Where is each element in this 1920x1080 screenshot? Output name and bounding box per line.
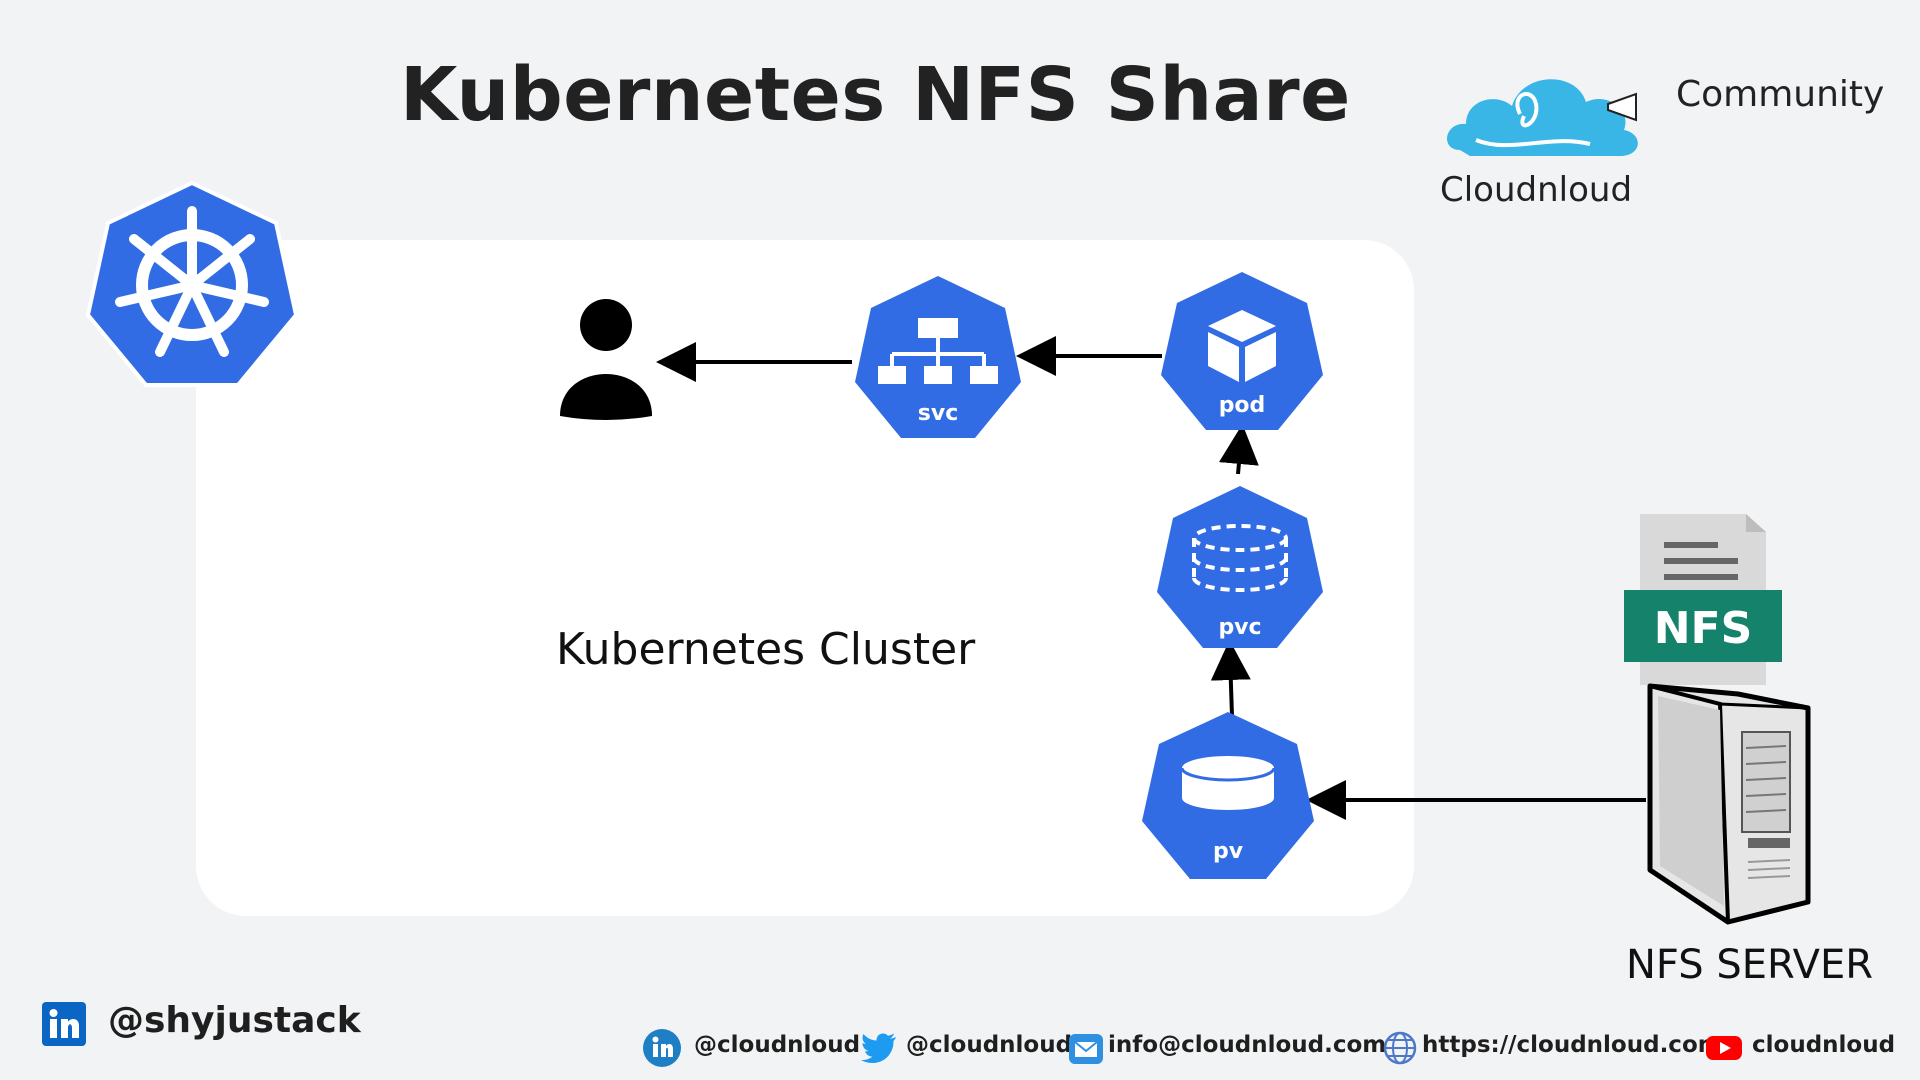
footer-email-link[interactable]: info@cloudnloud.com [1108,1032,1387,1058]
kubernetes-logo-icon [85,180,299,387]
website-globe-icon[interactable] [1380,1028,1420,1068]
footer-youtube-link[interactable]: cloudnloud [1752,1032,1896,1058]
pod-node: pod [1161,272,1323,430]
pv-label: pv [1213,839,1244,864]
nfs-badge-label: NFS [1654,603,1753,654]
arrow-pvc-to-pod [1218,424,1259,475]
nfs-badge [1624,590,1782,662]
footer-website-link[interactable]: https://cloudnloud.com [1422,1032,1722,1058]
user-icon [560,299,652,420]
linkedin-small-icon[interactable] [642,1028,682,1068]
email-icon[interactable] [1066,1028,1106,1068]
youtube-icon[interactable] [1704,1028,1744,1068]
footer-twitter-link[interactable]: @cloudnloud [906,1032,1073,1058]
brand-name: Cloudnloud [1440,170,1633,210]
page-title: Kubernetes NFS Share [400,52,1351,138]
pod-label: pod [1219,393,1266,418]
pv-node: pv [1142,712,1314,879]
linkedin-handle[interactable]: @shyjustack [108,1000,361,1041]
cloudnloud-logo-icon [1447,79,1638,156]
nfs-server-icon [1647,683,1811,925]
svc-node: svc [855,276,1021,438]
nfs-file-icon: NFS [1624,514,1782,685]
arrow-pv-to-pvc [1210,640,1251,717]
cluster-label: Kubernetes Cluster [556,624,976,675]
svc-label: svc [918,401,958,426]
footer-linkedin-link[interactable]: @cloudnloud [694,1032,861,1058]
pvc-node: pvc [1157,486,1323,648]
pvc-label: pvc [1218,615,1261,640]
linkedin-icon[interactable] [42,1002,86,1046]
nfs-server-label: NFS SERVER [1626,942,1874,988]
twitter-icon[interactable] [860,1028,900,1068]
brand-tagline: Community [1676,74,1885,115]
